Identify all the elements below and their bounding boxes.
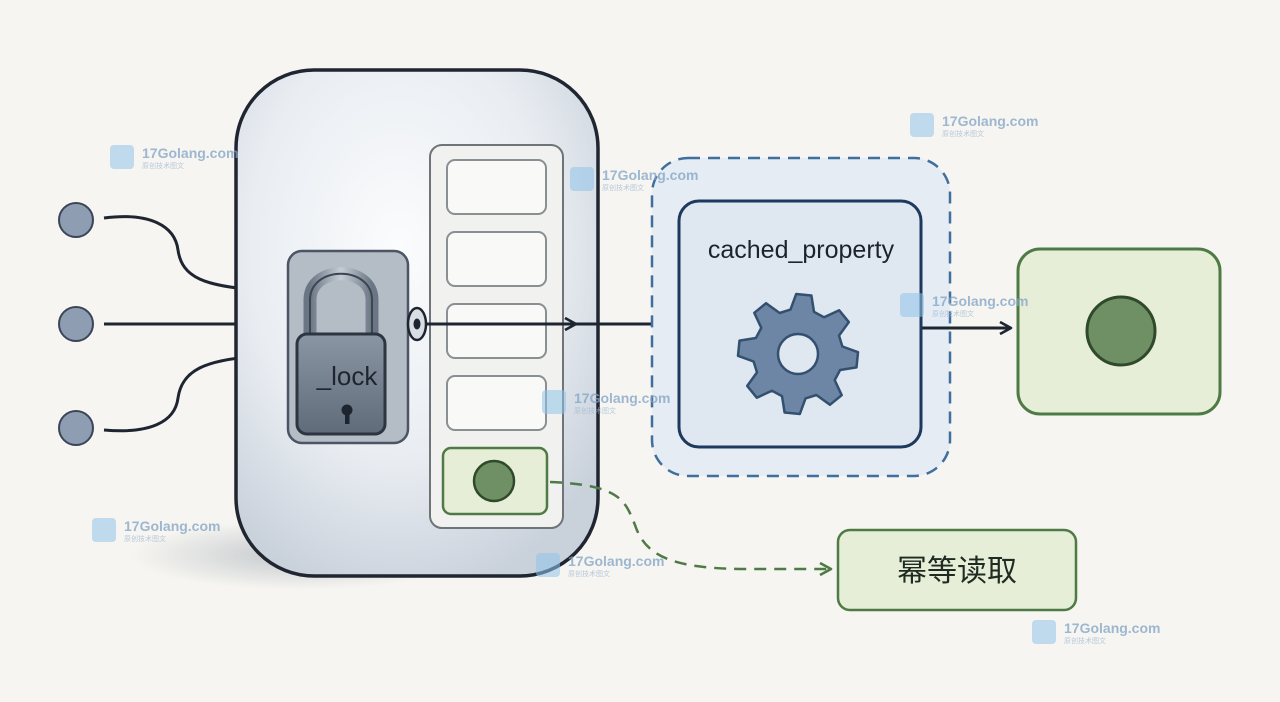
watermark-name: 17Golang.com — [574, 390, 670, 406]
watermark-name: 17Golang.com — [124, 518, 220, 534]
watermark-logo-icon — [542, 390, 566, 414]
watermark-logo-icon — [92, 518, 116, 542]
watermark-layer: 17Golang.com原创技术图文17Golang.com原创技术图文17Go… — [92, 113, 1160, 645]
watermark-name: 17Golang.com — [932, 293, 1028, 309]
input-arrow-bottom — [103, 356, 258, 433]
gear-hole — [776, 332, 820, 376]
watermark-subtitle: 原创技术图文 — [142, 161, 184, 170]
watermark-name: 17Golang.com — [568, 553, 664, 569]
watermark-subtitle: 原创技术图文 — [574, 406, 616, 415]
slot-2 — [446, 231, 547, 287]
gear-icon — [736, 292, 860, 416]
slot-4 — [446, 375, 547, 431]
slot-1 — [446, 159, 547, 215]
watermark-name: 17Golang.com — [1064, 620, 1160, 636]
input-dot-top — [58, 202, 94, 238]
watermark-subtitle: 原创技术图文 — [124, 534, 166, 543]
watermark-subtitle: 原创技术图文 — [942, 129, 984, 138]
watermark-subtitle: 原创技术图文 — [568, 569, 610, 578]
watermark-logo-icon — [570, 167, 594, 191]
watermark-name: 17Golang.com — [602, 167, 698, 183]
watermark-name: 17Golang.com — [142, 145, 238, 161]
cached-property-label: cached_property — [708, 236, 895, 264]
input-arrow-top — [103, 215, 258, 290]
watermark-logo-icon — [900, 293, 924, 317]
slot-3 — [446, 303, 547, 359]
watermark-subtitle: 原创技术图文 — [932, 309, 974, 318]
watermark-name: 17Golang.com — [942, 113, 1038, 129]
cached-value-slot — [441, 446, 549, 516]
padlock-icon — [295, 267, 387, 436]
input-dot-middle — [58, 306, 94, 342]
watermark-logo-icon — [536, 553, 560, 577]
result-box — [1016, 247, 1222, 416]
watermark-logo-icon — [910, 113, 934, 137]
cabinet-port — [406, 306, 428, 342]
watermark-subtitle: 原创技术图文 — [1064, 636, 1106, 645]
watermark-subtitle: 原创技术图文 — [602, 183, 644, 192]
idempotent-read-arrow — [549, 480, 830, 569]
idempotent-read-label: 幂等读取 — [897, 554, 1017, 589]
watermark-logo-icon — [1032, 620, 1056, 644]
lock-label: _lock — [316, 361, 379, 391]
watermark-logo-icon — [110, 145, 134, 169]
idempotent-read-box — [836, 528, 1078, 612]
input-dot-bottom — [58, 410, 94, 446]
